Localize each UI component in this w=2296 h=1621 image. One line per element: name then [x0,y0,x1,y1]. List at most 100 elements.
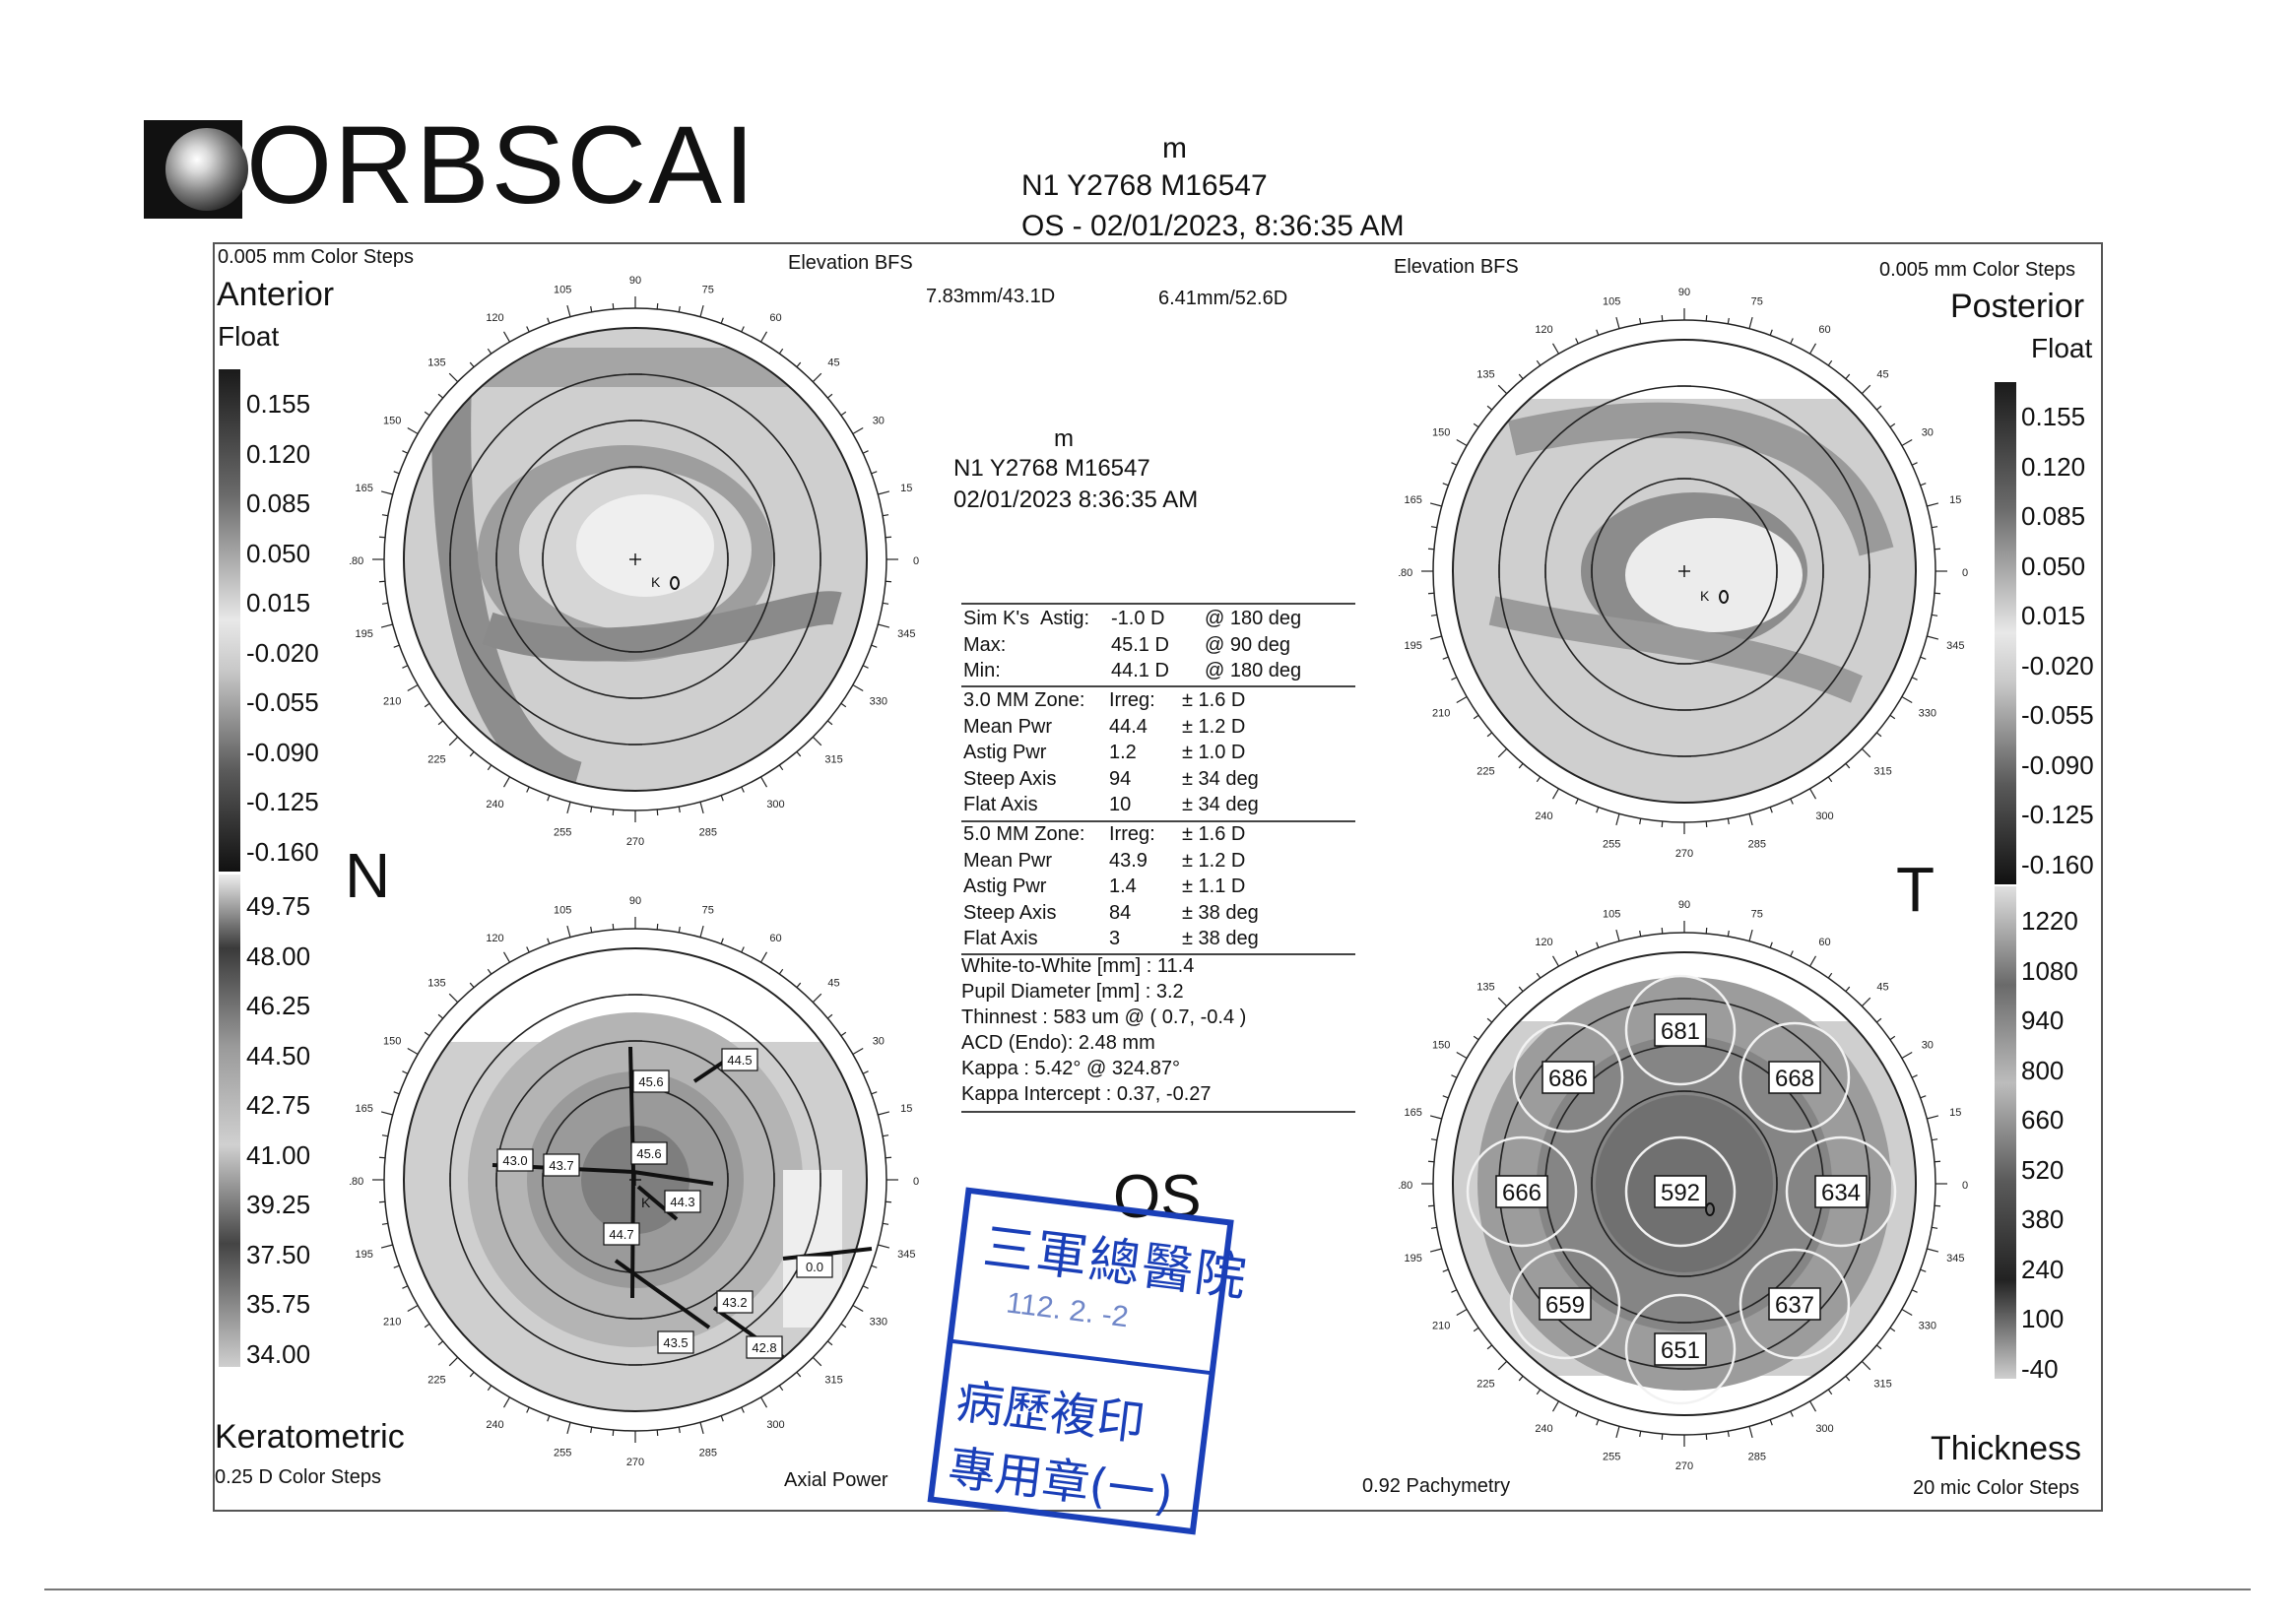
scale-value: -0.090 [2021,749,2094,780]
axis-angle-label: 240 [486,1419,503,1431]
thickness-value-box [1768,1287,1821,1321]
axis-angle-label: 270 [626,1457,644,1468]
axis-angle-label: 300 [766,799,784,810]
axis-angle-label: 15 [900,483,912,494]
table-cell: Flat Axis [963,794,1038,815]
axis-angle-label: 45 [1876,981,1888,993]
power-value: 43.5 [663,1335,688,1350]
axis-angle-label: 105 [1603,909,1620,921]
posterior-title: Posterior [1950,288,2085,325]
scale-value: 0.155 [246,389,311,419]
thickness-value-box [1539,1287,1592,1321]
power-value-box [496,1148,534,1172]
power-value-box [543,1153,580,1177]
anterior-color-steps: 0.005 mm Color Steps [218,246,414,268]
axis-angle-label: 75 [1751,909,1763,921]
thickness-value: 651 [1661,1337,1700,1364]
pupil-center-marker [1719,590,1729,604]
table-cell: @ 180 deg [1205,608,1302,629]
axis-angle-label: 0 [1962,1180,1968,1192]
power-value: 42.8 [752,1340,776,1355]
table-cell: ± 1.2 D [1182,715,1246,738]
axis-angle-label: 90 [629,275,641,287]
axis-angle-label: 135 [427,977,445,989]
table-cell: 3 [1109,928,1121,949]
scale-value: 41.00 [246,1139,311,1170]
zone-circle [1509,1248,1621,1360]
thickness-value-box [1495,1175,1548,1208]
table-cell: 10 [1109,794,1132,815]
power-value-box [603,1222,640,1246]
axis-angle-label: 195 [1405,640,1422,652]
axis-angle-label: 330 [870,696,887,708]
axis-angle-label: 330 [1919,708,1936,720]
measurement-line: White-to-White [mm] : 11.4 [961,955,1195,977]
power-value: 0.0 [806,1260,823,1274]
table-cell: Flat Axis [963,928,1038,949]
table-cell: -1.0 D [1111,608,1165,629]
table-cell: Min: [963,660,1001,681]
thickness-mode: 0.92 Pachymetry [1362,1475,1511,1497]
axis-angle-label: 150 [1432,1040,1450,1052]
table-cell: ± 1.2 D [1182,849,1246,872]
axis-angle-label: 225 [1476,766,1494,778]
axis-angle-label: 120 [1535,324,1552,336]
posterior-mode: Elevation BFS [1394,256,1519,278]
axis-angle-label: 75 [702,285,714,296]
axis-angle-label: 165 [1405,494,1422,506]
scale-value: 49.75 [246,891,311,921]
axis-angle-label: 225 [427,754,445,766]
keratometric-map: 0153045607590105120135150165180195210225… [350,895,919,1468]
axis-angle-label: 45 [827,357,839,368]
axis-angle-label: 285 [699,826,717,838]
k-marker: K [1700,588,1710,604]
axis-angle-label: 345 [897,1249,915,1261]
pupil-center-marker [1705,1202,1715,1216]
axis-angle-label: 225 [1476,1379,1494,1391]
thickness-color-bar [1995,886,2016,1379]
scale-value: 660 [2021,1105,2065,1135]
scale-value: 1220 [2021,906,2078,936]
axis-angle-label: 150 [1432,427,1450,439]
measurement-line: Thinnest : 583 um @ ( 0.7, -0.4 ) [961,1006,1247,1028]
scale-value: 1080 [2021,955,2078,986]
table-cell: Irreg: [1109,689,1155,711]
axis-angle-label: 300 [1815,810,1833,822]
logo-sphere-icon [144,120,248,219]
anterior-subtitle: Float [218,321,280,352]
power-value: 43.7 [549,1158,573,1173]
axis-angle-label: 60 [769,933,781,944]
table-cell: @ 180 deg [1205,660,1302,681]
scale-value: -40 [2021,1353,2059,1384]
table-cell: ± 38 deg [1182,901,1259,924]
axis-angle-label: 345 [897,628,915,640]
measurement-line: Kappa Intercept : 0.37, -0.27 [961,1083,1212,1105]
axis-angle-label: 195 [1405,1253,1422,1264]
axis-angle-label: 30 [873,416,885,427]
table-cell: 94 [1109,767,1132,790]
thickness-value-box [1542,1061,1595,1094]
table-cell: ± 1.6 D [1182,689,1246,711]
axis-angle-label: 225 [427,1375,445,1387]
table-cell: ± 1.0 D [1182,742,1246,763]
scale-value: -0.125 [2021,800,2094,829]
posterior-float-map: 0153045607590105120135150165180195210225… [1399,287,1968,860]
center-ids: N1 Y2768 M16547 [953,455,1150,482]
scale-value: 940 [2021,1005,2065,1035]
axis-angle-label: 60 [769,312,781,324]
axis-angle-label: 330 [1919,1321,1936,1332]
scale-value: -0.125 [246,787,319,816]
axis-angle-label: 210 [383,1317,401,1329]
axis-angle-label: 135 [427,357,445,368]
bfs-posterior: 6.41mm/52.6D [1158,288,1288,309]
power-value-box [664,1190,701,1213]
table-cell: ± 1.1 D [1182,875,1246,897]
power-value: 44.7 [609,1227,633,1242]
thickness-color-bar-graphic [1995,886,2016,1379]
axis-angle-label: 240 [486,799,503,810]
scale-value: 0.015 [246,588,311,617]
axis-angle-label: 195 [356,1249,373,1261]
power-value: 43.2 [722,1295,747,1310]
power-value-box [657,1330,694,1354]
scale-value: -0.160 [2021,849,2094,879]
